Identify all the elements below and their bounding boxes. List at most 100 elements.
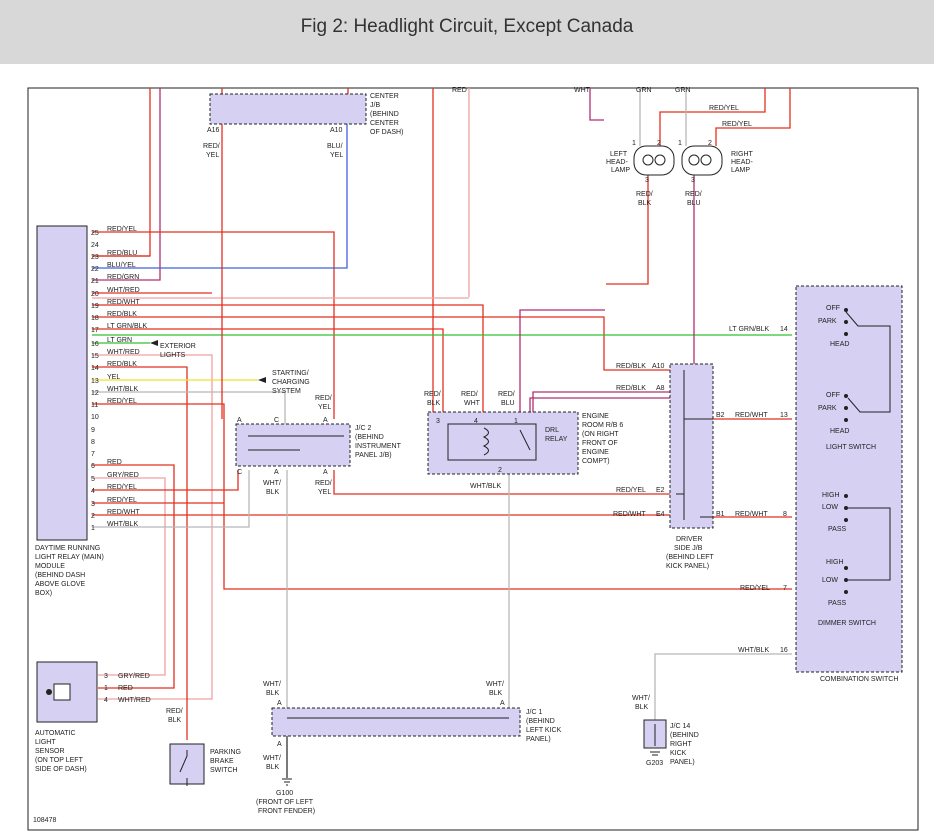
light-pos-head-2: HEAD <box>830 428 849 435</box>
ground-g203-icon <box>650 751 660 756</box>
drl-module-label-5: BOX) <box>35 590 52 597</box>
label-jc1-wht-blk-left-0: WHT/ <box>263 681 281 688</box>
exterior-lights-label-0: EXTERIOR <box>160 343 196 350</box>
jc2-label-0: J/C 2 <box>355 425 371 432</box>
module-pin-wire-label: LT GRN/BLK <box>107 323 148 330</box>
center-jb-label: CENTER J/B (BEHIND CENTER OF DASH) <box>370 93 403 136</box>
jc2-pin-C1: C <box>274 417 279 424</box>
wire-pin1-wht-blk <box>92 470 250 528</box>
drl-relay-label-1: RELAY <box>545 436 568 443</box>
drl-relay-coil <box>482 427 489 456</box>
wire-headlamp-right-red-blu <box>529 175 695 418</box>
label-hl-red-blk-1: BLK <box>638 200 652 207</box>
jc1-pin-A2: A <box>500 700 505 707</box>
starting-charging-label-0: STARTING/ <box>272 370 309 377</box>
light-pos-park-2: PARK <box>818 405 837 412</box>
label-hr-red-blu-0: RED/ <box>685 191 702 198</box>
drl-module-label-3: (BEHIND DASH <box>35 572 85 579</box>
jc2-pin-C2: C <box>237 469 242 476</box>
center-jb-label-2: (BEHIND <box>370 111 399 118</box>
hl-pin2: 2 <box>657 140 661 147</box>
module-pin-wire-label: WHT/RED <box>107 349 140 356</box>
sensor-wire1: RED <box>118 685 133 692</box>
light-pos-off-1: OFF <box>826 305 840 312</box>
jc1-label: J/C 1 (BEHIND LEFT KICK PANEL) <box>526 709 562 743</box>
module-pin-number: 5 <box>91 476 95 483</box>
drl-module-label: DAYTIME RUNNING LIGHT RELAY (MAIN) MODUL… <box>35 545 104 597</box>
wire-relay-red-blu <box>519 309 605 418</box>
hr-pin1: 1 <box>678 140 682 147</box>
driver-side-jb-label-0: DRIVER <box>676 536 702 543</box>
module-pin-wire-label: RED/BLU <box>107 250 137 257</box>
right-headlamp-label-1: HEAD- <box>731 159 753 166</box>
parking-brake-switch-label-2: SWITCH <box>210 767 238 774</box>
wire-pin4-red-yel <box>92 470 239 491</box>
drl-module-label-1: LIGHT RELAY (MAIN) <box>35 554 104 561</box>
drl-module-label-0: DAYTIME RUNNING <box>35 545 100 552</box>
jc1-box <box>271 707 521 737</box>
drl-module-label-4: ABOVE GLOVE <box>35 581 86 588</box>
wire-pin14-red-blk <box>92 366 188 740</box>
label-jc2-wht-blk-0: WHT/ <box>263 480 281 487</box>
ground-g100-icon <box>282 778 292 786</box>
engine-room-rb6-label-3: FRONT OF <box>582 440 618 447</box>
label-rb-red-blk-0: RED/ <box>424 391 441 398</box>
driver-side-jb-label-3: KICK PANEL) <box>666 563 709 570</box>
label-pb-red-blk-0: RED/ <box>166 708 183 715</box>
wire-jc2-red-yel-out <box>333 470 670 495</box>
label-lt-grn-blk-14: LT GRN/BLK <box>729 326 770 333</box>
jc14-label-2: RIGHT <box>670 741 693 748</box>
wire-pin5-gry-red <box>92 477 166 676</box>
dimmer-switch-label: DIMMER SWITCH <box>818 620 876 627</box>
exterior-lights-label-1: LIGHTS <box>160 352 186 359</box>
sensor-pin1: 1 <box>104 685 108 692</box>
module-pin-wire-label: RED/WHT <box>107 299 140 306</box>
label-rb-red-blu-1: BLU <box>501 400 515 407</box>
label-pin13: 13 <box>780 412 788 419</box>
auto-light-sensor-label-2: SENSOR <box>35 748 65 755</box>
dimmer-pos-high-1: HIGH <box>822 492 840 499</box>
figure-header: Fig 2: Headlight Circuit, Except Canada <box>0 0 934 64</box>
g203-label: G203 <box>646 760 663 767</box>
wire-headlamp-left-red-blk <box>606 175 649 285</box>
label-blu-yel-a10-0: BLU/ <box>327 143 343 150</box>
label-jc1-wht-blk-left-1: BLK <box>266 690 280 697</box>
label-red-wht-e4: RED/WHT <box>613 511 646 518</box>
label-a16: A16 <box>207 127 220 134</box>
parking-brake-switch-label: PARKING BRAKE SWITCH <box>210 749 241 774</box>
light-pos-head-1: HEAD <box>830 341 849 348</box>
figure-title: Fig 2: Headlight Circuit, Except Canada <box>300 16 634 37</box>
left-headlamp-label-2: LAMP <box>611 167 630 174</box>
module-pin-wire-label: RED/WHT <box>107 509 140 516</box>
label-jc14-wht-blk-1: BLK <box>635 704 649 711</box>
dimmer-pos-low-2: LOW <box>822 577 838 584</box>
label-top-red: RED <box>452 87 467 94</box>
module-pin-wire-label: WHT/RED <box>107 287 140 294</box>
label-wht-blk-16: WHT/BLK <box>738 647 769 654</box>
label-b2: B2 <box>716 412 725 419</box>
module-pin-number: 24 <box>91 242 99 249</box>
g100-label-2: FRONT FENDER) <box>258 808 315 815</box>
label-g100-wht-blk-1: BLK <box>266 764 280 771</box>
module-pin-number: 21 <box>91 278 99 285</box>
jc1-label-2: LEFT KICK <box>526 727 562 734</box>
jc14-label-1: (BEHIND <box>670 732 699 739</box>
left-headlamp-label-0: LEFT <box>610 151 628 158</box>
drl-relay-body <box>447 423 537 461</box>
jc2-label-2: INSTRUMENT <box>355 443 402 450</box>
label-hl-red-yel: RED/YEL <box>709 105 739 112</box>
drl-module-label-2: MODULE <box>35 563 65 570</box>
module-pin-wire-label: RED/YEL <box>107 398 137 405</box>
jc1-label-3: PANEL) <box>526 736 551 743</box>
module-pin-number: 20 <box>91 291 99 298</box>
label-e2: E2 <box>656 487 665 494</box>
right-headlamp-label-2: LAMP <box>731 167 750 174</box>
drl-relay-label-0: DRL <box>545 427 559 434</box>
dimmer-switch-contacts <box>844 494 891 594</box>
jc14-label-4: PANEL) <box>670 759 695 766</box>
module-pin-wire-label: RED/BLK <box>107 311 137 318</box>
label-red-yel-e2: RED/YEL <box>616 487 646 494</box>
module-pin-wire-label: GRY/RED <box>107 472 139 479</box>
label-jc2-red-yel-bottom-1: YEL <box>318 489 331 496</box>
jc1-label-1: (BEHIND <box>526 718 555 725</box>
